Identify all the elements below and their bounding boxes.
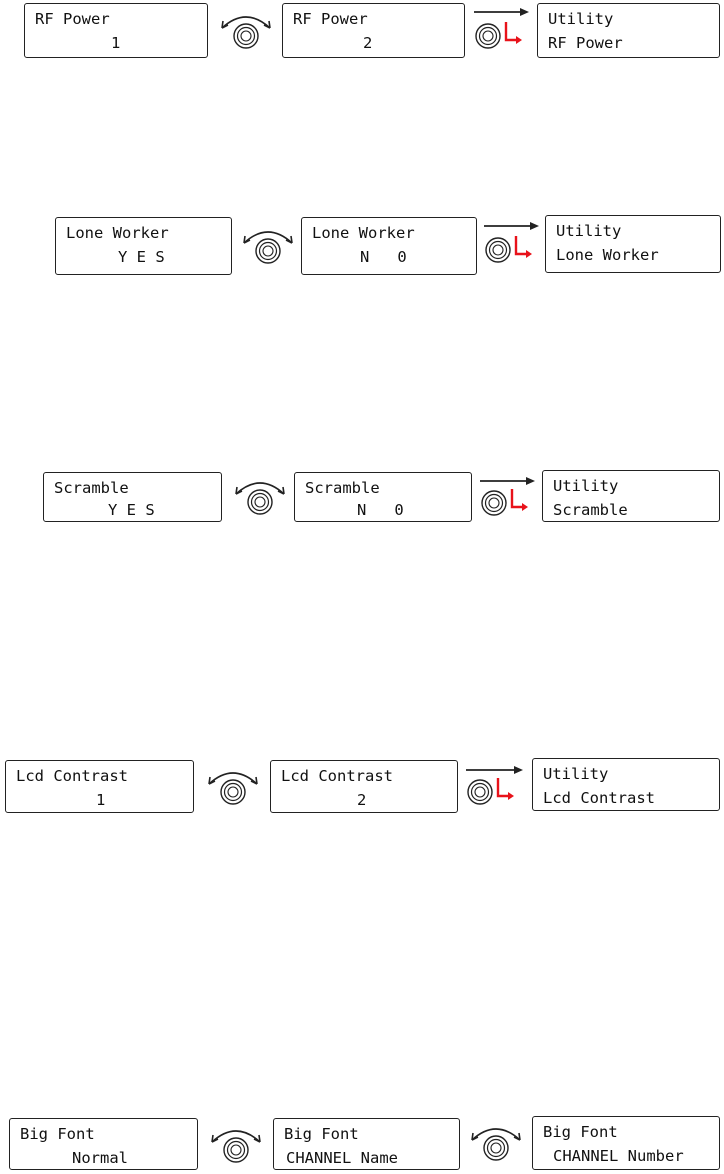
rotary-knob-icon (240, 221, 296, 271)
lcd-lone-worker-yes: Lone Worker Y E S (55, 217, 232, 275)
lcd-line1: Lone Worker (312, 224, 415, 242)
lcd-line2: Lcd Contrast (543, 789, 655, 807)
lcd-line2: 1 (111, 34, 120, 52)
lcd-scramble-no: Scramble N 0 (294, 472, 472, 522)
enter-knob-icon (466, 764, 526, 810)
lcd-line1: Big Font (543, 1123, 618, 1141)
lcd-big-font-channel-name: Big Font CHANNEL Name (273, 1118, 460, 1170)
lcd-big-font-normal: Big Font Normal (9, 1118, 198, 1170)
lcd-contrast-2: Lcd Contrast 2 (270, 760, 458, 813)
lcd-line2: N 0 (360, 248, 407, 266)
lcd-line2: Y E S (118, 248, 165, 266)
lcd-line1: Scramble (305, 479, 380, 497)
lcd-line2: CHANNEL Name (286, 1149, 398, 1167)
lcd-line1: Utility (543, 765, 608, 783)
lcd-line1: Utility (548, 10, 613, 28)
lcd-line2: Normal (72, 1149, 128, 1167)
lcd-line1: Lcd Contrast (16, 767, 128, 785)
lcd-line2: Scramble (553, 501, 628, 519)
lcd-line1: RF Power (293, 10, 368, 28)
rotary-knob-icon (206, 1120, 266, 1170)
lcd-line1: Lcd Contrast (281, 767, 393, 785)
lcd-rf-power-2: RF Power 2 (282, 3, 465, 58)
lcd-contrast-1: Lcd Contrast 1 (5, 760, 194, 813)
lcd-line1: Utility (556, 222, 621, 240)
lcd-line1: Lone Worker (66, 224, 169, 242)
rotary-knob-icon (203, 764, 263, 812)
rotary-knob-icon (232, 474, 288, 522)
lcd-line1: Big Font (20, 1125, 95, 1143)
lcd-line1: Big Font (284, 1125, 359, 1143)
lcd-scramble-yes: Scramble Y E S (43, 472, 222, 522)
lcd-line1: RF Power (35, 10, 110, 28)
lcd-line2: 2 (363, 34, 372, 52)
lcd-utility-lone-worker: Utility Lone Worker (545, 215, 721, 273)
lcd-line2: N 0 (357, 501, 404, 519)
lcd-line2: RF Power (548, 34, 623, 52)
lcd-lone-worker-no: Lone Worker N 0 (301, 217, 477, 275)
lcd-utility-scramble: Utility Scramble (542, 470, 720, 522)
lcd-big-font-channel-number: Big Font CHANNEL Number (532, 1116, 720, 1170)
lcd-line1: Utility (553, 477, 618, 495)
lcd-line2: 1 (96, 791, 105, 809)
rotary-knob-icon (218, 6, 274, 56)
lcd-line2: 2 (357, 791, 366, 809)
enter-knob-icon (480, 475, 538, 521)
enter-knob-icon (474, 6, 532, 54)
rotary-knob-icon (466, 1118, 526, 1168)
lcd-utility-rf-power: Utility RF Power (537, 3, 720, 58)
lcd-line2: Y E S (108, 501, 155, 519)
lcd-rf-power-1: RF Power 1 (24, 3, 208, 58)
lcd-utility-contrast: Utility Lcd Contrast (532, 758, 720, 811)
lcd-line2: Lone Worker (556, 246, 659, 264)
lcd-line1: Scramble (54, 479, 129, 497)
lcd-line2: CHANNEL Number (553, 1147, 684, 1165)
enter-knob-icon (484, 220, 542, 268)
